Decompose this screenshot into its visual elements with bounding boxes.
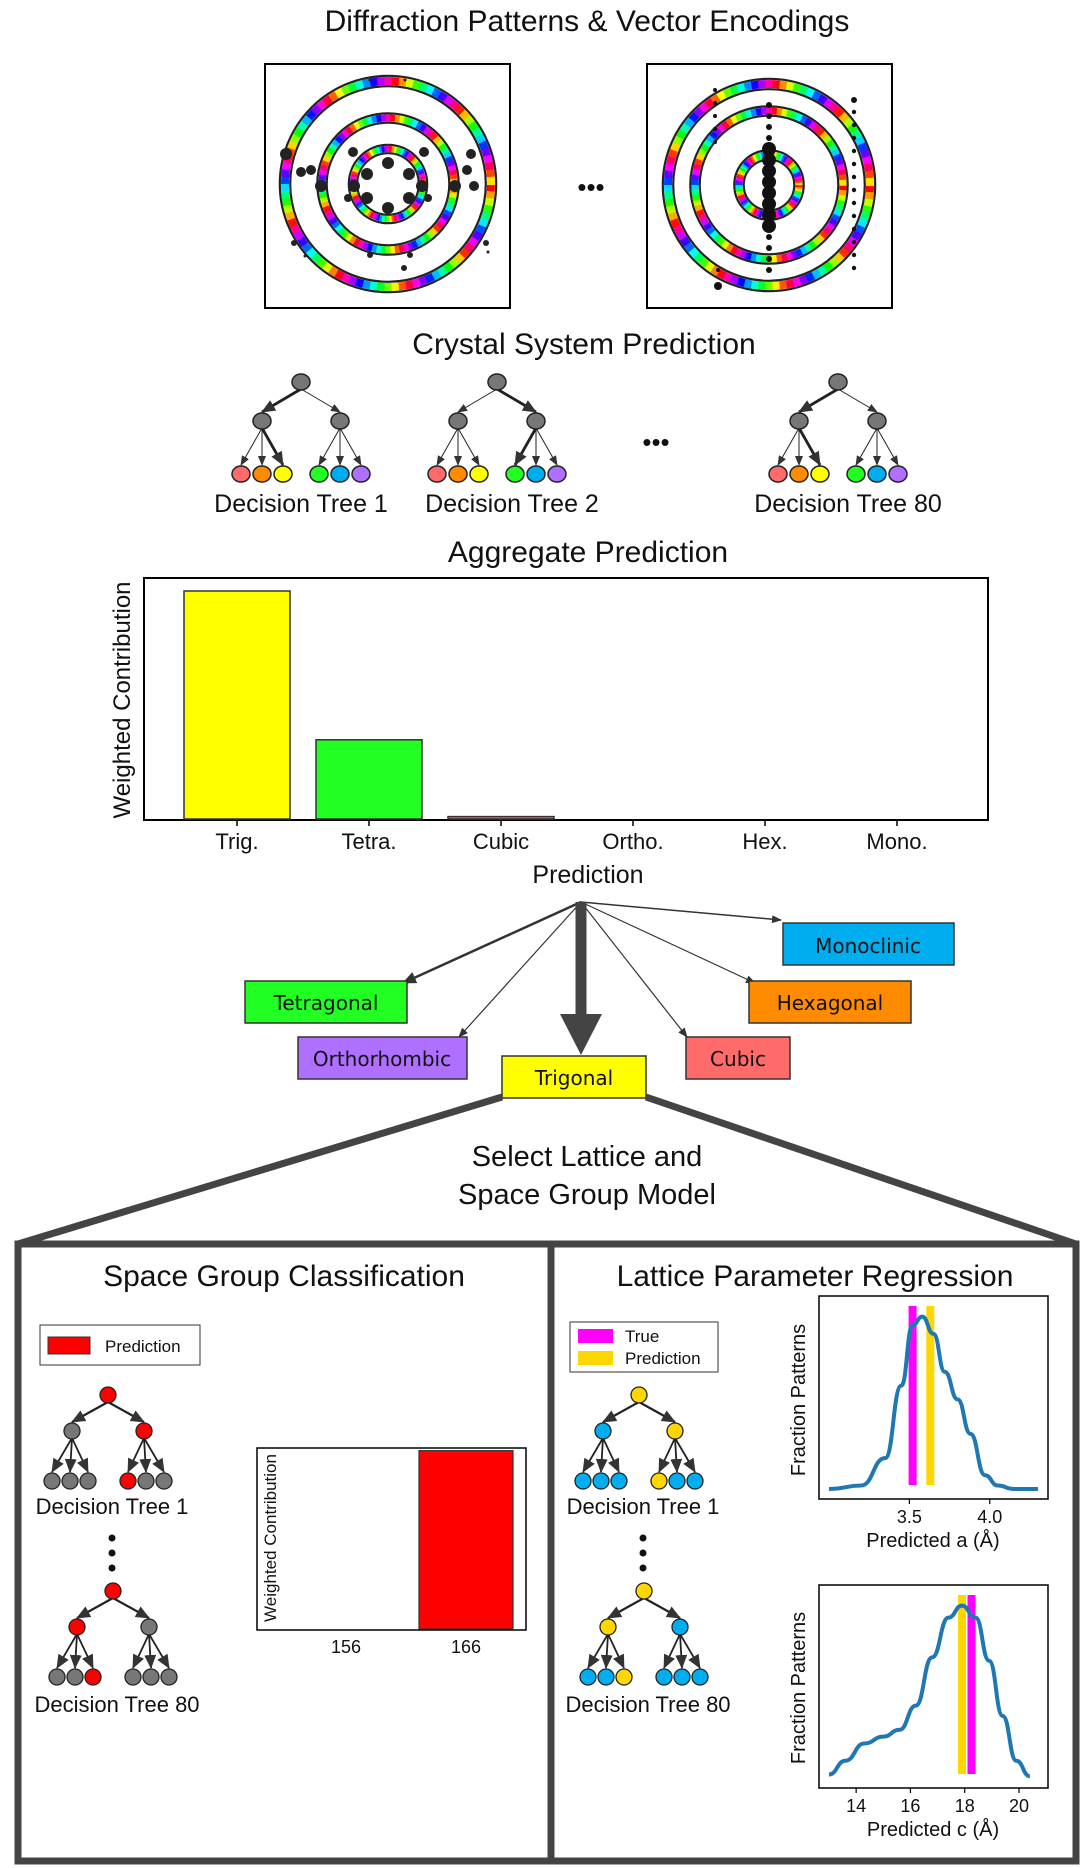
ring-middle-2 xyxy=(689,105,849,265)
agg-tick-label: Ortho. xyxy=(602,829,663,854)
sg-ylabel: Weighted Contribution xyxy=(261,1454,280,1622)
sg-tree80-label: Decision Tree 80 xyxy=(34,1692,199,1717)
sg-tree-1-diagram xyxy=(43,1386,173,1490)
ring-outer-1 xyxy=(278,74,498,294)
funnel-lines xyxy=(16,1093,1078,1248)
rainbow-rings-2 xyxy=(661,77,877,293)
decision-trees-crystal-system xyxy=(231,373,908,483)
ring-middle-1 xyxy=(316,112,460,256)
diffraction-title: Diffraction Patterns & Vector Encodings xyxy=(325,5,850,38)
legend-prediction-label-right: Prediction xyxy=(625,1349,701,1368)
cubic-label: Cubic xyxy=(710,1047,766,1071)
tree2-label: Decision Tree 2 xyxy=(425,490,599,518)
sg-tick-label: 156 xyxy=(331,1637,361,1657)
legend-prediction-red: Prediction xyxy=(39,1324,201,1366)
class-box-tetragonal: Tetragonal xyxy=(244,980,408,1024)
sg-vertical-ellipsis xyxy=(108,1534,116,1572)
kde-chart-c: 14 16 18 20 xyxy=(818,1584,1049,1816)
kde-c-xlabel: Predicted c (Å) xyxy=(867,1818,999,1841)
agg-tick-label: Cubic xyxy=(473,829,529,854)
lp-vertical-ellipsis xyxy=(639,1534,647,1572)
legend-true-prediction: True Prediction xyxy=(569,1321,719,1373)
select-model-line1: Select Lattice and xyxy=(472,1141,703,1173)
diffraction-spots-1 xyxy=(280,78,490,271)
sg-tick-label: 166 xyxy=(451,1637,481,1657)
agg-bar-trig xyxy=(183,590,291,820)
class-box-orthorhombic: Orthorhombic xyxy=(297,1036,468,1080)
select-model-line2: Space Group Model xyxy=(458,1179,716,1211)
trigonal-label: Trigonal xyxy=(534,1066,613,1090)
sg-tree1-label: Decision Tree 1 xyxy=(36,1494,189,1519)
kde-tick-label: 14 xyxy=(846,1796,866,1816)
kde-tick-label: 20 xyxy=(1009,1796,1029,1816)
main-arrow-head xyxy=(560,1014,602,1055)
class-box-cubic: Cubic xyxy=(685,1036,791,1080)
tetragonal-label: Tetragonal xyxy=(273,991,379,1015)
kde-a-ylabel: Fraction Patterns xyxy=(788,1324,810,1476)
kde-tick-label: 4.0 xyxy=(977,1507,1002,1527)
class-box-trigonal: Trigonal xyxy=(501,1055,647,1099)
decision-trees-lattice xyxy=(574,1386,709,1686)
aggregate-xlabel: Prediction xyxy=(532,861,643,889)
tree-1-diagram xyxy=(231,373,371,483)
tree80-label: Decision Tree 80 xyxy=(754,490,942,518)
lp-tree-1-diagram xyxy=(574,1386,704,1490)
diffraction-spots-2 xyxy=(713,88,857,290)
lattice-title: Lattice Parameter Regression xyxy=(617,1260,1014,1293)
agg-tick-label: Hex. xyxy=(742,829,787,854)
legend-prediction-label-left: Prediction xyxy=(105,1337,181,1356)
monoclinic-label: Monoclinic xyxy=(815,934,921,958)
tree-80-diagram xyxy=(768,373,908,483)
legend-true-label: True xyxy=(625,1327,659,1346)
sg-tree-80-diagram xyxy=(48,1582,178,1686)
space-group-title: Space Group Classification xyxy=(103,1260,465,1293)
kde-curve xyxy=(828,1314,1038,1491)
kde-curve xyxy=(828,1603,1031,1779)
tree-2-diagram xyxy=(427,373,567,483)
ellipsis-patterns: ••• xyxy=(577,172,604,202)
kde-a-xlabel: Predicted a (Å) xyxy=(866,1529,999,1552)
class-box-hexagonal: Hexagonal xyxy=(748,980,912,1024)
lp-tree-80-diagram xyxy=(579,1582,709,1686)
agg-bar-tetra xyxy=(315,739,423,820)
aggregate-ylabel: Weighted Contribution xyxy=(109,581,136,818)
kde-tick-label: 18 xyxy=(955,1796,975,1816)
ellipsis-trees: ••• xyxy=(642,427,669,457)
crystal-system-title: Crystal System Prediction xyxy=(412,328,755,361)
aggregate-bar-chart: Trig. Tetra. Cubic Ortho. Hex. Mono. xyxy=(143,577,989,854)
tree1-label: Decision Tree 1 xyxy=(214,490,388,518)
ring-outer-2 xyxy=(661,77,877,293)
lp-tree1-label: Decision Tree 1 xyxy=(567,1494,720,1519)
diffraction-pattern-2 xyxy=(646,63,893,309)
diffraction-pattern-1 xyxy=(264,63,511,309)
kde-chart-a: 3.5 4.0 xyxy=(818,1295,1049,1527)
sg-bar-166 xyxy=(418,1450,514,1630)
lp-tree80-label: Decision Tree 80 xyxy=(565,1692,730,1717)
kde-tick-label: 3.5 xyxy=(897,1507,922,1527)
bottom-frame xyxy=(14,1240,1080,1865)
class-arrows xyxy=(402,900,782,1055)
kde-tick-label: 16 xyxy=(900,1796,920,1816)
agg-tick-label: Mono. xyxy=(866,829,927,854)
orthorhombic-label: Orthorhombic xyxy=(313,1047,451,1071)
kde-c-ylabel: Fraction Patterns xyxy=(788,1612,810,1764)
agg-tick-label: Trig. xyxy=(215,829,258,854)
hexagonal-label: Hexagonal xyxy=(777,991,884,1015)
aggregate-title: Aggregate Prediction xyxy=(448,536,728,569)
decision-trees-space-group xyxy=(43,1386,178,1686)
class-box-monoclinic: Monoclinic xyxy=(782,922,955,966)
agg-bar-cubic xyxy=(447,815,555,820)
space-group-bar-chart: 156 166 xyxy=(256,1447,527,1657)
agg-tick-label: Tetra. xyxy=(341,829,396,854)
rainbow-rings-1 xyxy=(278,74,498,294)
